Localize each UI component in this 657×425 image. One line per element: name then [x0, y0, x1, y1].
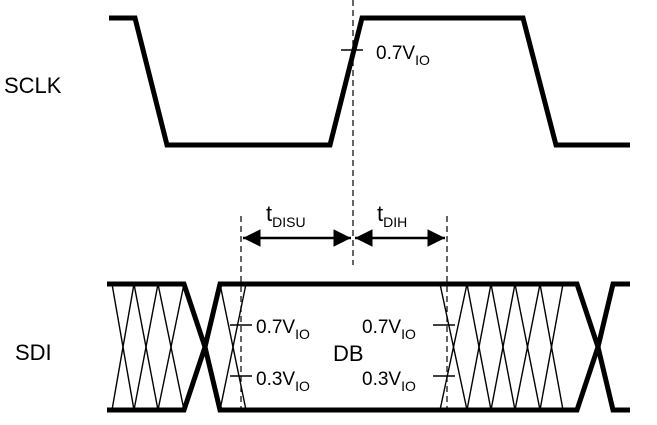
sdi-waveform	[107, 281, 630, 413]
sdi-right-low-label: 0.3VIO	[362, 369, 416, 394]
setup-time-label: tDISU	[266, 201, 306, 230]
sdi-right-high-label: 0.7VIO	[362, 317, 416, 342]
hold-time-label: tDIH	[377, 201, 407, 230]
sdi-valid-window-edges	[219, 283, 468, 411]
sdi-left-undefined-hatch	[111, 283, 185, 411]
data-bit-label: DB	[333, 341, 364, 366]
sdi-label: SDI	[15, 340, 52, 365]
sdi-left-low-label: 0.3VIO	[256, 369, 310, 394]
sdi-left-high-label: 0.7VIO	[256, 317, 310, 342]
sclk-waveform	[109, 15, 630, 148]
sclk-threshold-label: 0.7VIO	[376, 43, 430, 68]
sdi-right-undefined-hatch	[466, 283, 564, 411]
sclk-label: SCLK	[4, 73, 62, 98]
